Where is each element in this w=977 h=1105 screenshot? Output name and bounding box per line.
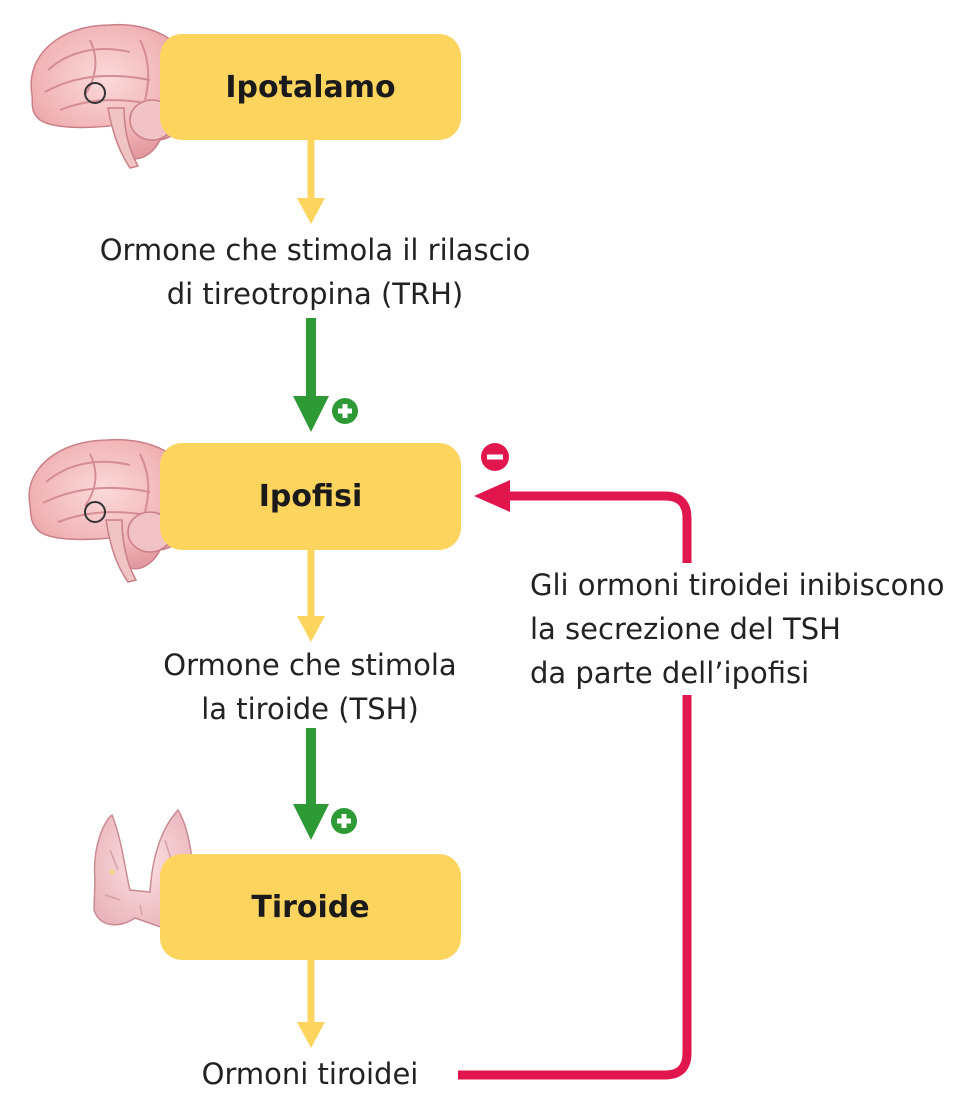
tsh-label-line: Ormone che stimola xyxy=(163,648,457,682)
secretion-arrow-hypothalamus xyxy=(297,140,325,224)
inhibition-feedback-arrow xyxy=(458,480,692,1080)
plus-circle-icon xyxy=(331,808,357,834)
brain-illustration-middle xyxy=(28,438,197,583)
thyroid-box: Tiroide xyxy=(160,854,461,960)
thyroid-label: Tiroide xyxy=(251,889,370,925)
stimulation-arrow-tsh xyxy=(293,728,329,840)
minus-circle-icon xyxy=(481,443,509,471)
secretion-arrow-pituitary xyxy=(297,550,325,642)
plus-circle-icon xyxy=(332,398,358,424)
feedback-label-line: la secrezione del TSH xyxy=(530,612,841,646)
trh-label: Ormone che stimola il rilascio di tireot… xyxy=(80,228,550,316)
thyroid-hormones-text: Ormoni tiroidei xyxy=(201,1057,419,1091)
pituitary-box: Ipofisi xyxy=(160,443,461,550)
stimulation-arrow-trh xyxy=(293,318,329,432)
feedback-label-line: da parte dell’ipofisi xyxy=(530,656,810,690)
pituitary-label: Ipofisi xyxy=(258,479,363,514)
hypothalamus-box: Ipotalamo xyxy=(160,34,461,140)
tsh-label-line: la tiroide (TSH) xyxy=(201,692,419,726)
thyroid-hormones-label: Ormoni tiroidei xyxy=(160,1052,460,1096)
secretion-arrow-thyroid xyxy=(297,960,325,1048)
feedback-label: Gli ormoni tiroidei inibiscono la secrez… xyxy=(530,563,951,695)
feedback-label-line: Gli ormoni tiroidei inibiscono xyxy=(530,568,945,602)
trh-label-line: Ormone che stimola il rilascio xyxy=(99,233,531,267)
trh-label-line: di tireotropina (TRH) xyxy=(166,277,464,311)
hypothalamus-label: Ipotalamo xyxy=(225,69,396,105)
tsh-label: Ormone che stimola la tiroide (TSH) xyxy=(120,643,500,731)
